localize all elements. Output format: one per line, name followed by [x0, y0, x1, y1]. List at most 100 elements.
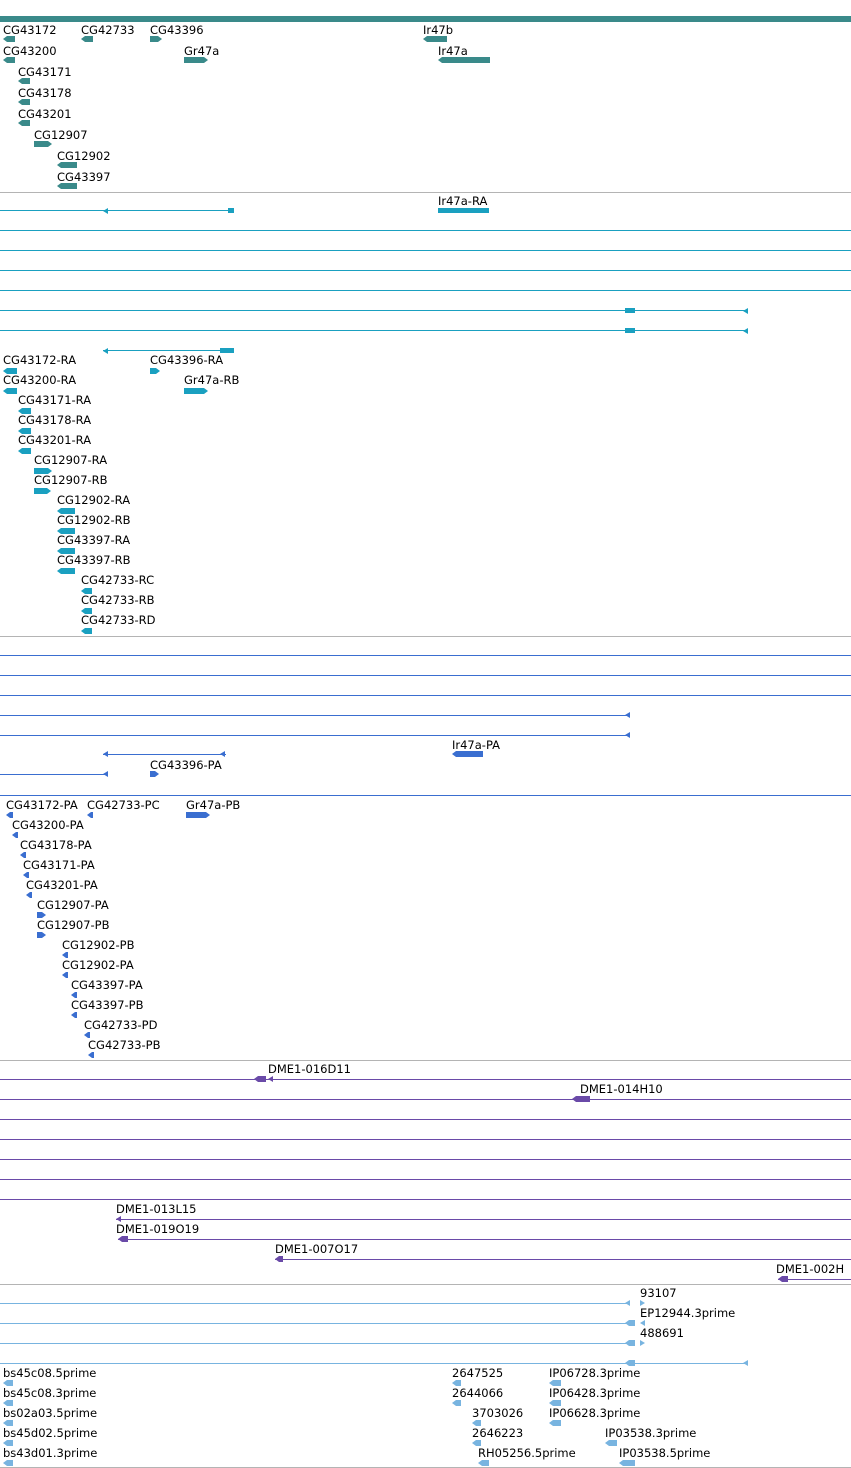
transcript-label: CG43201-RA — [18, 433, 91, 447]
est-feature — [549, 1400, 561, 1406]
gene-label: CG12902 — [57, 149, 111, 163]
clone-label: DME1-014H10 — [580, 1082, 663, 1096]
protein-label: CG42733-PC — [87, 798, 160, 812]
gene-label: CG43200 — [3, 44, 57, 58]
strand-arrow-icon — [103, 751, 108, 757]
protein-label: CG43172-PA — [6, 798, 78, 812]
gene-label: CG42733 — [81, 23, 135, 37]
clone-feature — [275, 1256, 283, 1262]
est-feature — [625, 1320, 635, 1326]
track-features — [0, 16, 851, 1466]
transcript-label: CG43200-RA — [3, 373, 76, 387]
est-feature — [619, 1460, 635, 1466]
protein-label: CG43200-PA — [12, 818, 84, 832]
protein-feature — [150, 771, 159, 777]
gene-feature — [3, 57, 15, 63]
transcript-label: CG43397-RA — [57, 533, 130, 547]
strand-arrow-icon — [640, 1340, 645, 1346]
gene-label: CG43201 — [18, 107, 72, 121]
gene-feature — [57, 183, 77, 189]
gene-feature — [3, 36, 15, 42]
protein-label: CG43201-PA — [26, 878, 98, 892]
clone-label: DME1-016D11 — [268, 1062, 351, 1076]
transcript-feature — [81, 608, 92, 614]
gene-track-band — [0, 16, 851, 22]
strand-arrow-icon — [268, 1076, 273, 1082]
est-label: bs43d01.3prime — [3, 1446, 97, 1460]
est-label: IP06428.3prime — [549, 1386, 640, 1400]
strand-arrow-icon — [640, 1320, 645, 1326]
strand-arrow-icon — [743, 308, 748, 314]
gene-feature — [57, 162, 77, 168]
transcript-label: CG43178-RA — [18, 413, 91, 427]
transcript-feature — [57, 548, 75, 554]
protein-feature — [62, 972, 68, 978]
transcript-feature — [18, 428, 31, 434]
est-feature — [3, 1420, 13, 1426]
transcript-label: CG12907-RB — [34, 473, 108, 487]
protein-label: CG12907-PA — [37, 898, 109, 912]
gene-label: CG12907 — [34, 128, 88, 142]
protein-feature — [186, 812, 210, 818]
transcript-label: CG42733-RB — [81, 593, 155, 607]
transcript-feature — [57, 528, 75, 534]
est-label: bs45c08.3prime — [3, 1386, 96, 1400]
est-label: IP03538.3prime — [605, 1426, 696, 1440]
strand-arrow-icon — [220, 751, 225, 757]
strand-arrow-icon — [103, 771, 108, 777]
est-label: 2647525 — [452, 1366, 503, 1380]
gene-feature — [81, 36, 93, 42]
clone-feature — [118, 1236, 128, 1242]
gene-feature — [438, 57, 490, 63]
transcript-label: CG12902-RA — [57, 493, 130, 507]
est-label: IP03538.5prime — [619, 1446, 710, 1460]
est-feature — [472, 1440, 481, 1446]
transcript-feature — [34, 488, 51, 494]
clone-feature — [572, 1096, 590, 1102]
est-feature — [3, 1460, 13, 1466]
transcript-feature — [3, 388, 17, 394]
strand-arrow-icon — [103, 208, 108, 214]
protein-label: CG42733-PD — [84, 1018, 158, 1032]
est-label: bs45d02.5prime — [3, 1426, 97, 1440]
strand-arrow-icon — [640, 1300, 645, 1306]
clone-label: DME1-007O17 — [275, 1242, 358, 1256]
clone-feature — [778, 1276, 788, 1282]
strand-arrow-icon — [743, 1360, 748, 1366]
est-feature — [3, 1400, 13, 1406]
protein-label: CG43178-PA — [20, 838, 92, 852]
protein-feature — [37, 932, 46, 938]
strand-arrow-icon — [116, 1216, 121, 1222]
gene-label: Gr47a — [184, 44, 219, 58]
gene-label: CG43396 — [150, 23, 204, 37]
transcript-feature — [81, 628, 92, 634]
transcript-label: CG42733-RC — [81, 573, 154, 587]
strand-arrow-icon — [743, 328, 748, 334]
gene-label: CG43171 — [18, 65, 72, 79]
est-feature — [478, 1460, 489, 1466]
transcript-label: CG12902-RB — [57, 513, 131, 527]
protein-feature — [23, 872, 29, 878]
protein-feature — [87, 812, 93, 818]
transcript-feature — [57, 508, 75, 514]
transcript-feature — [34, 468, 52, 474]
protein-feature — [84, 1032, 90, 1038]
track-lines — [0, 192, 851, 1468]
est-feature — [452, 1380, 461, 1386]
est-feature — [549, 1420, 561, 1426]
est-feature — [3, 1440, 13, 1446]
protein-label: CG43397-PB — [71, 998, 144, 1012]
gene-label: CG43397 — [57, 170, 111, 184]
est-label: 2644066 — [452, 1386, 503, 1400]
protein-label: CG43397-PA — [71, 978, 143, 992]
est-label: bs02a03.5prime — [3, 1406, 97, 1420]
gene-feature — [18, 120, 30, 126]
transcript-feature — [3, 368, 17, 374]
est-label: 2646223 — [472, 1426, 523, 1440]
est-feature — [452, 1400, 461, 1406]
transcript-exon — [625, 308, 635, 313]
gene-feature — [34, 141, 52, 147]
strand-arrow-icon — [625, 1300, 630, 1306]
transcript-feature — [18, 408, 31, 414]
